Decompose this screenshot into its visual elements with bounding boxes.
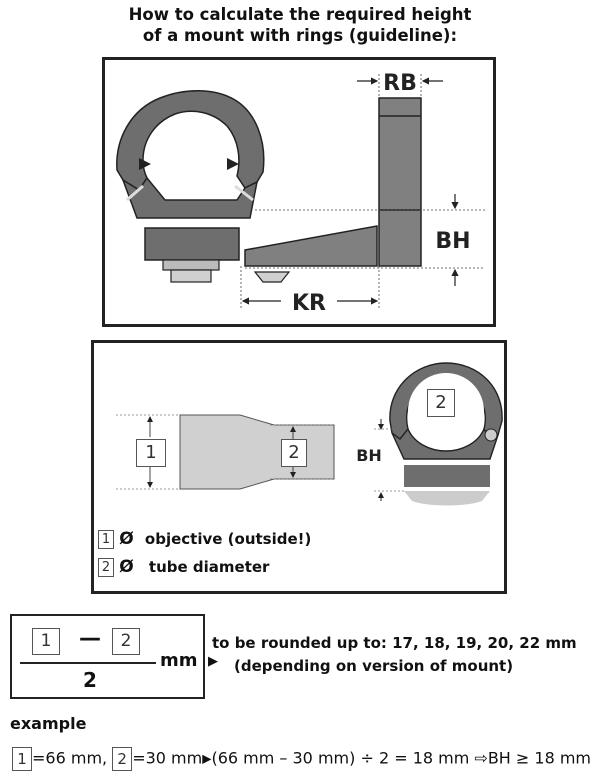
- base-clamp: [253, 271, 291, 283]
- ring-shape: [116, 90, 265, 219]
- riser-column: [378, 97, 422, 267]
- formula-denominator: 2: [83, 668, 97, 692]
- fraction-bar: [20, 662, 156, 664]
- example-number-2: 2: [112, 746, 133, 771]
- example-value-2: =30 mm: [132, 748, 203, 768]
- ring-foot: [162, 259, 220, 271]
- formula-unit: mm: [160, 650, 198, 671]
- bh-label: BH: [435, 229, 470, 254]
- legend-symbol-2: Ø: [119, 557, 134, 577]
- example-value-1: =66 mm,: [32, 748, 108, 768]
- diameter-symbol: Ø: [178, 150, 200, 183]
- legend-symbol-1: Ø: [119, 529, 134, 549]
- base-plate: [244, 225, 378, 267]
- legend-number-1: 1: [98, 529, 114, 549]
- title-line-1: How to calculate the required height: [128, 5, 472, 24]
- legend-text-1: objective (outside!): [144, 530, 312, 548]
- formula-number-2: 2: [112, 628, 140, 655]
- implies-arrow-icon: ⇨: [474, 748, 488, 768]
- tube-number-box: 2: [281, 439, 307, 467]
- legend-number-2: 2: [98, 557, 114, 577]
- objective-number-box: 1: [136, 439, 166, 467]
- example-result: BH ≥ 18 mm: [487, 748, 592, 768]
- kr-label: KR: [292, 291, 326, 316]
- page-title: How to calculate the required height of …: [0, 4, 600, 46]
- rb-label: RB: [383, 71, 417, 96]
- ring-clamp: [170, 269, 212, 283]
- scope-diagram-panel: BH 1 2 2 1 Ø objective (outside!) 2 Ø tu…: [91, 340, 507, 594]
- ring-base: [144, 227, 240, 261]
- legend-text-2: tube diameter: [148, 558, 270, 576]
- scope-diagram-svg: BH: [116, 362, 503, 506]
- ring-number-box: 2: [427, 389, 455, 417]
- title-line-2: of a mount with rings (guideline):: [142, 26, 458, 45]
- legend-row-1: 1 Ø objective (outside!): [98, 529, 311, 551]
- formula-box: 1 — 2 2 mm: [10, 614, 205, 699]
- example-heading: example: [10, 714, 87, 733]
- example-calculation: (66 mm – 30 mm) ÷ 2 = 18 mm: [211, 748, 470, 768]
- rounding-note-line-1: to be rounded up to: 17, 18, 19, 20, 22 …: [212, 634, 577, 652]
- ring-with-scope: [389, 362, 503, 506]
- rounding-arrow: ▶: [208, 654, 218, 669]
- scope-silhouette: [179, 414, 335, 490]
- example-number-1: 1: [12, 746, 32, 771]
- mount-diagram-panel: Ø RB BH KR: [102, 57, 496, 327]
- mount-diagram-svg: Ø RB BH KR: [116, 71, 485, 316]
- rounding-note-line-2: (depending on version of mount): [234, 657, 514, 675]
- example-line: 1=66 mm, 2=30 mm▶(66 mm – 30 mm) ÷ 2 = 1…: [12, 745, 591, 771]
- formula-number-1: 1: [32, 628, 60, 655]
- bh-label-small: BH: [356, 446, 382, 465]
- example-arrow: ▶: [202, 751, 212, 766]
- formula-minus: —: [79, 626, 101, 651]
- legend-row-2: 2 Ø tube diameter: [98, 557, 269, 579]
